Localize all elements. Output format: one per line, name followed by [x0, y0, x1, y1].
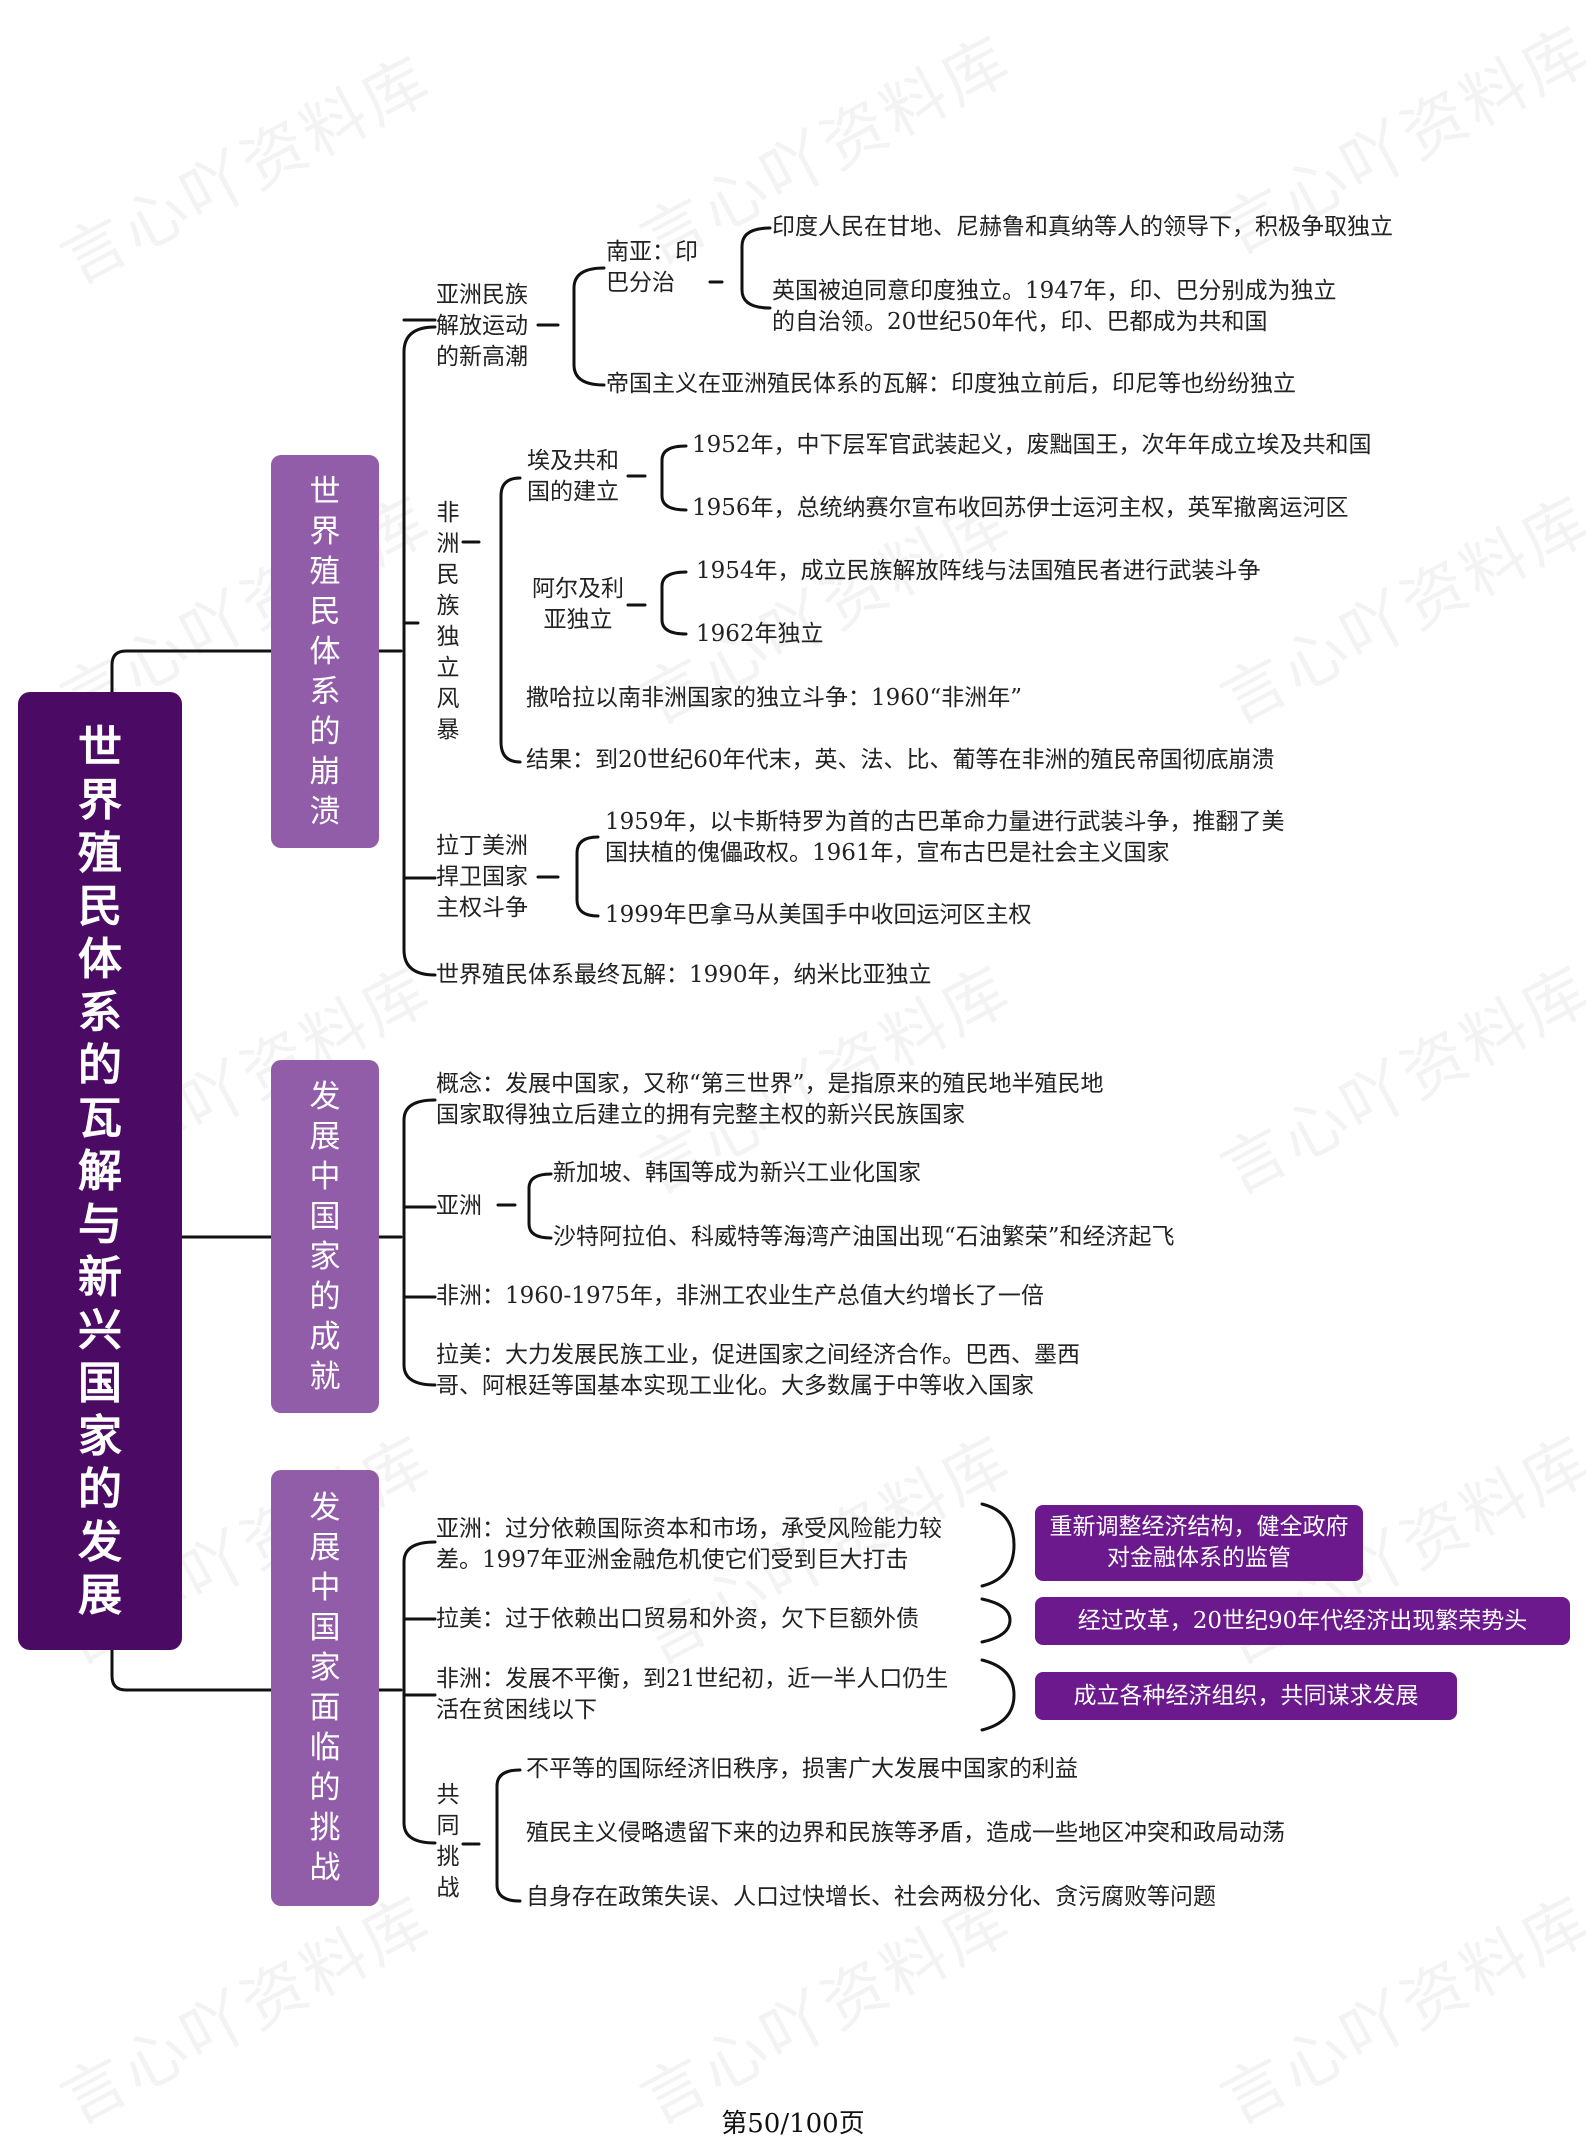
latin-item: 1999年巴拿马从美国手中收回运河区主权: [605, 902, 1032, 928]
egypt-item: 1952年，中下层军官武装起义，废黜国王，次年年成立埃及共和国: [692, 432, 1372, 458]
sahara-item: 撒哈拉以南非洲国家的独立斗争：1960“非洲年”: [526, 685, 1023, 711]
algeria-item: 1962年独立: [696, 621, 824, 647]
branch-title-collapse: 世界殖民体系的崩溃: [309, 473, 341, 830]
branch-node-achievements: 发展中国家的成就: [271, 1060, 379, 1413]
egypt-label: 埃及共和国的建立: [527, 448, 619, 505]
south-asia-label: 南亚：印巴分治: [606, 239, 698, 296]
asia-challenge-item: 亚洲：过分依赖国际资本和市场，承受风险能力较差。1997年亚洲金融危机使它们受到…: [436, 1516, 942, 1573]
root-node: [18, 692, 182, 1650]
latin-challenge-item: 拉美：过于依赖出口贸易和外资，欠下巨额外债: [436, 1606, 919, 1632]
common-challenge-item: 自身存在政策失误、人口过快增长、社会两极分化、贪污腐败等问题: [526, 1884, 1216, 1910]
branch-node-challenges: 发展中国家面临的挑战: [271, 1470, 379, 1906]
asia-achievement-item: 沙特阿拉伯、科威特等海湾产油国出现“石油繁荣”和经济起飞: [553, 1224, 1175, 1250]
egypt-item: 1956年，总统纳赛尔宣布收回苏伊士运河主权，英军撤离运河区: [692, 495, 1349, 521]
asia-liberation-label: 亚洲民族解放运动的新高潮: [436, 282, 528, 370]
africa-challenge-item: 非洲：发展不平衡，到21世纪初，近一半人口仍生活在贫困线以下: [436, 1666, 949, 1723]
branch-title-achievements: 发展中国家的成就: [309, 1078, 341, 1395]
page-number: 第50/100页: [721, 2109, 865, 2139]
latin-item: 1959年，以卡斯特罗为首的古巴革命力量进行武装斗争，推翻了美国扶植的傀儡政权。…: [605, 809, 1285, 866]
branch-node-collapse: 世界殖民体系的崩溃: [271, 455, 379, 848]
solution-badge: 经过改革，20世纪90年代经济出现繁荣势头: [1035, 1597, 1570, 1645]
asia-other-item: 帝国主义在亚洲殖民体系的瓦解：印度独立前后，印尼等也纷纷独立: [606, 371, 1296, 397]
common-challenge-label: 共同挑战: [436, 1782, 460, 1901]
south-asia-item: 印度人民在甘地、尼赫鲁和真纳等人的领导下，积极争取独立: [772, 214, 1393, 240]
solution-badge: 重新调整经济结构，健全政府对金融体系的监管: [1035, 1505, 1363, 1581]
common-challenge-item: 不平等的国际经济旧秩序，损害广大发展中国家的利益: [526, 1756, 1078, 1782]
branch-title-challenges: 发展中国家面临的挑战: [309, 1490, 341, 1886]
asia-achievement-item: 新加坡、韩国等成为新兴工业化国家: [553, 1160, 921, 1186]
south-asia-item: 英国被迫同意印度独立。1947年，印、巴分别成为独立的自治领。20世纪50年代，…: [772, 278, 1337, 335]
root-node-label-wrap: 世界殖民体系的瓦解与新兴国家的发展: [18, 692, 182, 1650]
final-collapse-item: 世界殖民体系最终瓦解：1990年，纳米比亚独立: [436, 962, 932, 988]
solution-badge: 成立各种经济组织，共同谋求发展: [1035, 1672, 1457, 1720]
africa-achievement-item: 非洲：1960-1975年，非洲工农业生产总值大约增长了一倍: [436, 1283, 1044, 1309]
common-challenge-item: 殖民主义侵略遗留下来的边界和民族等矛盾，造成一些地区冲突和政局动荡: [526, 1820, 1285, 1846]
africa-result-item: 结果：到20世纪60年代末，英、法、比、葡等在非洲的殖民帝国彻底崩溃: [526, 747, 1275, 773]
latin-achievement-item: 拉美：大力发展民族工业，促进国家之间经济合作。巴西、墨西哥、阿根廷等国基本实现工…: [436, 1342, 1080, 1399]
algeria-label: 阿尔及利亚独立: [532, 576, 624, 633]
root-node-title: 世界殖民体系的瓦解与新兴国家的发展: [78, 721, 122, 1621]
latin-sovereignty-label: 拉丁美洲捍卫国家主权斗争: [436, 833, 528, 921]
algeria-item: 1954年，成立民族解放阵线与法国殖民者进行武装斗争: [696, 558, 1261, 584]
concept-item: 概念：发展中国家，又称“第三世界”，是指原来的殖民地半殖民地国家取得独立后建立的…: [436, 1071, 1104, 1128]
asia-achievement-label: 亚洲: [436, 1193, 482, 1219]
africa-storm-label: 非洲民族独立风暴: [436, 500, 460, 743]
